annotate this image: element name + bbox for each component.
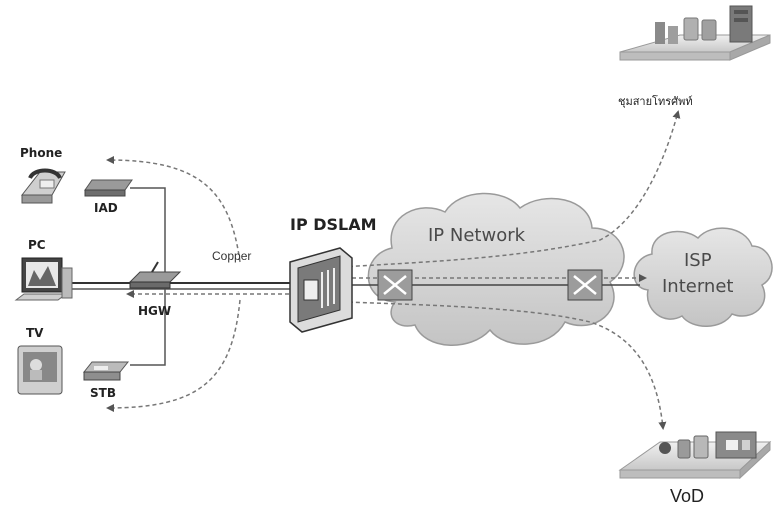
vod-server-icon bbox=[618, 431, 772, 480]
stb-label: STB bbox=[90, 386, 116, 400]
hgw-label: HGW bbox=[138, 304, 172, 318]
tv-label: TV bbox=[26, 326, 44, 340]
set-top-box-icon bbox=[82, 361, 130, 381]
home-gateway-icon bbox=[128, 261, 182, 289]
computer-icon bbox=[14, 257, 73, 301]
internet-label: Internet bbox=[662, 276, 734, 297]
telephone-exchange-label: ชุมสายโทรศัพท์ bbox=[618, 96, 693, 108]
router-icon bbox=[377, 269, 413, 301]
copper-label: Copper bbox=[212, 249, 252, 263]
pc-label: PC bbox=[28, 238, 46, 252]
ip-network-cloud bbox=[367, 192, 625, 346]
iad-modem-icon bbox=[84, 179, 133, 197]
telephone-exchange-icon bbox=[619, 5, 771, 61]
dslam-icon bbox=[289, 247, 353, 333]
telephone-icon bbox=[20, 168, 66, 204]
router-icon bbox=[567, 269, 603, 301]
isp-internet-cloud bbox=[633, 227, 773, 327]
vod-label: VoD bbox=[670, 486, 705, 506]
iad-label: IAD bbox=[94, 201, 118, 215]
phone-label: Phone bbox=[20, 146, 63, 160]
ip-dslam-label: IP DSLAM bbox=[290, 215, 377, 234]
television-icon bbox=[17, 345, 63, 395]
ip-network-label: IP Network bbox=[428, 225, 526, 246]
isp-label: ISP bbox=[684, 250, 712, 271]
